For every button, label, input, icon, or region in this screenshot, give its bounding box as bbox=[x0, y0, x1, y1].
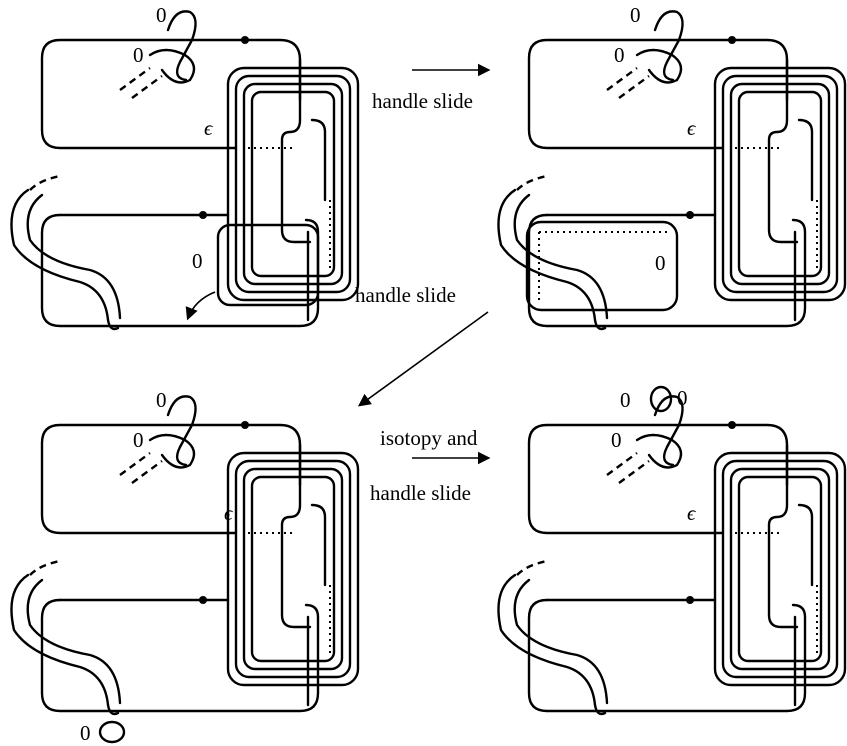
label-0-top-a-3: 0 bbox=[156, 388, 167, 412]
label-0-right-4: 0 bbox=[677, 386, 688, 410]
label-0-mid: 0 bbox=[192, 249, 203, 273]
label-0-right: 0 bbox=[655, 251, 666, 275]
caption-handle-slide-1: handle slide bbox=[372, 89, 473, 113]
label-0-left-4: 0 bbox=[620, 388, 631, 412]
label-0-bottom: 0 bbox=[80, 721, 91, 745]
caption-handle-slide-2: handle slide bbox=[355, 283, 456, 307]
label-0-top-a-2: 0 bbox=[630, 3, 641, 27]
arrow-bottom: isotopy and handle slide bbox=[370, 426, 491, 505]
arrow-diagonal: handle slide bbox=[355, 283, 489, 407]
panel-top-left: 0 0 ϵ 0 bbox=[10, 3, 360, 331]
label-epsilon-2: ϵ bbox=[687, 116, 697, 140]
label-0-top-b-4: 0 bbox=[611, 428, 622, 452]
label-0-top-b-2: 0 bbox=[614, 43, 625, 67]
panel-bottom-left: 0 0 ϵ 0 bbox=[10, 388, 360, 745]
arrow-top: handle slide bbox=[372, 63, 491, 113]
label-epsilon-3: ϵ bbox=[224, 501, 234, 525]
label-0-top-b: 0 bbox=[133, 43, 144, 67]
label-0-top-a: 0 bbox=[156, 3, 167, 27]
panel-top-right: 0 0 ϵ 0 bbox=[497, 3, 847, 331]
label-epsilon-1: ϵ bbox=[204, 116, 214, 140]
caption-isotopy-and: isotopy and bbox=[380, 426, 478, 450]
label-epsilon-4: ϵ bbox=[687, 501, 697, 525]
panel-bottom-right: 0 0 0 ϵ bbox=[497, 385, 847, 716]
caption-handle-slide-3: handle slide bbox=[370, 481, 471, 505]
label-0-top-b-3: 0 bbox=[133, 428, 144, 452]
